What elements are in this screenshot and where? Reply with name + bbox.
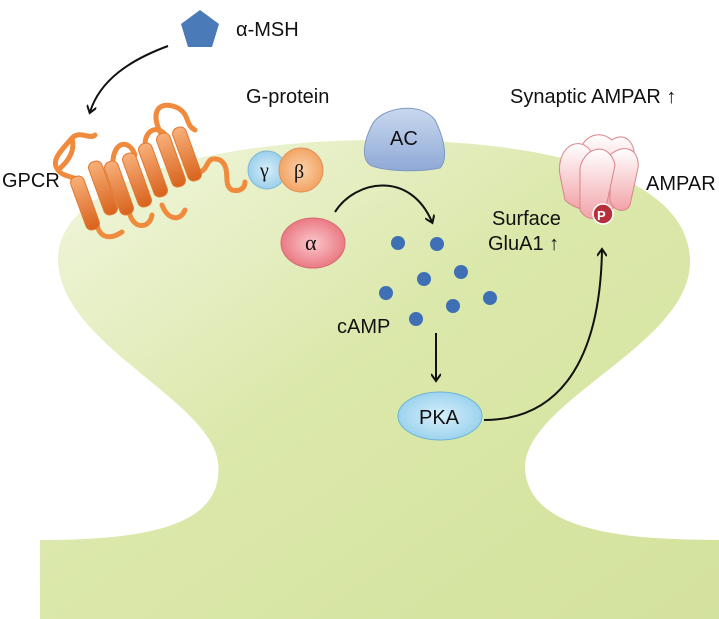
camp-label: cAMP	[337, 316, 390, 338]
dendritic-spine	[40, 140, 719, 619]
beta-subunit	[278, 147, 324, 193]
phosphate-group	[592, 203, 614, 225]
camp-dot	[454, 265, 468, 279]
camp-molecules	[379, 236, 497, 326]
camp-dot	[391, 236, 405, 250]
pka-label: PKA	[419, 407, 460, 429]
ac-label: AC	[390, 128, 418, 150]
glua1-label: GluA1 ↑	[488, 233, 559, 255]
pka	[397, 391, 483, 441]
camp-dot	[409, 312, 423, 326]
gpcr-label: GPCR	[2, 170, 60, 192]
activation-arrow	[334, 184, 432, 223]
binding-arrow	[90, 45, 169, 112]
gpcr-receptor	[52, 102, 248, 240]
ligand-label: α-MSH	[236, 19, 299, 41]
beta-label: β	[294, 161, 304, 183]
alpha-msh-pentagon-icon	[181, 10, 219, 47]
camp-dot	[430, 237, 444, 251]
camp-dot	[379, 286, 393, 300]
surface-label: Surface	[492, 208, 561, 230]
phospho-label: P	[597, 208, 606, 223]
adenylyl-cyclase	[364, 107, 446, 172]
alpha-label: α	[305, 230, 317, 255]
g-protein-label: G-protein	[246, 86, 329, 108]
gamma-label: γ	[259, 160, 269, 182]
synaptic-ampar-label: Synaptic AMPAR ↑	[510, 86, 676, 108]
camp-dot	[483, 291, 497, 305]
ampar-receptor	[559, 134, 639, 219]
alpha-subunit	[280, 217, 346, 269]
ampar-label: AMPAR	[646, 173, 716, 195]
pka-to-ampar-arrow	[483, 250, 602, 421]
camp-dot	[417, 272, 431, 286]
camp-dot	[446, 299, 460, 313]
